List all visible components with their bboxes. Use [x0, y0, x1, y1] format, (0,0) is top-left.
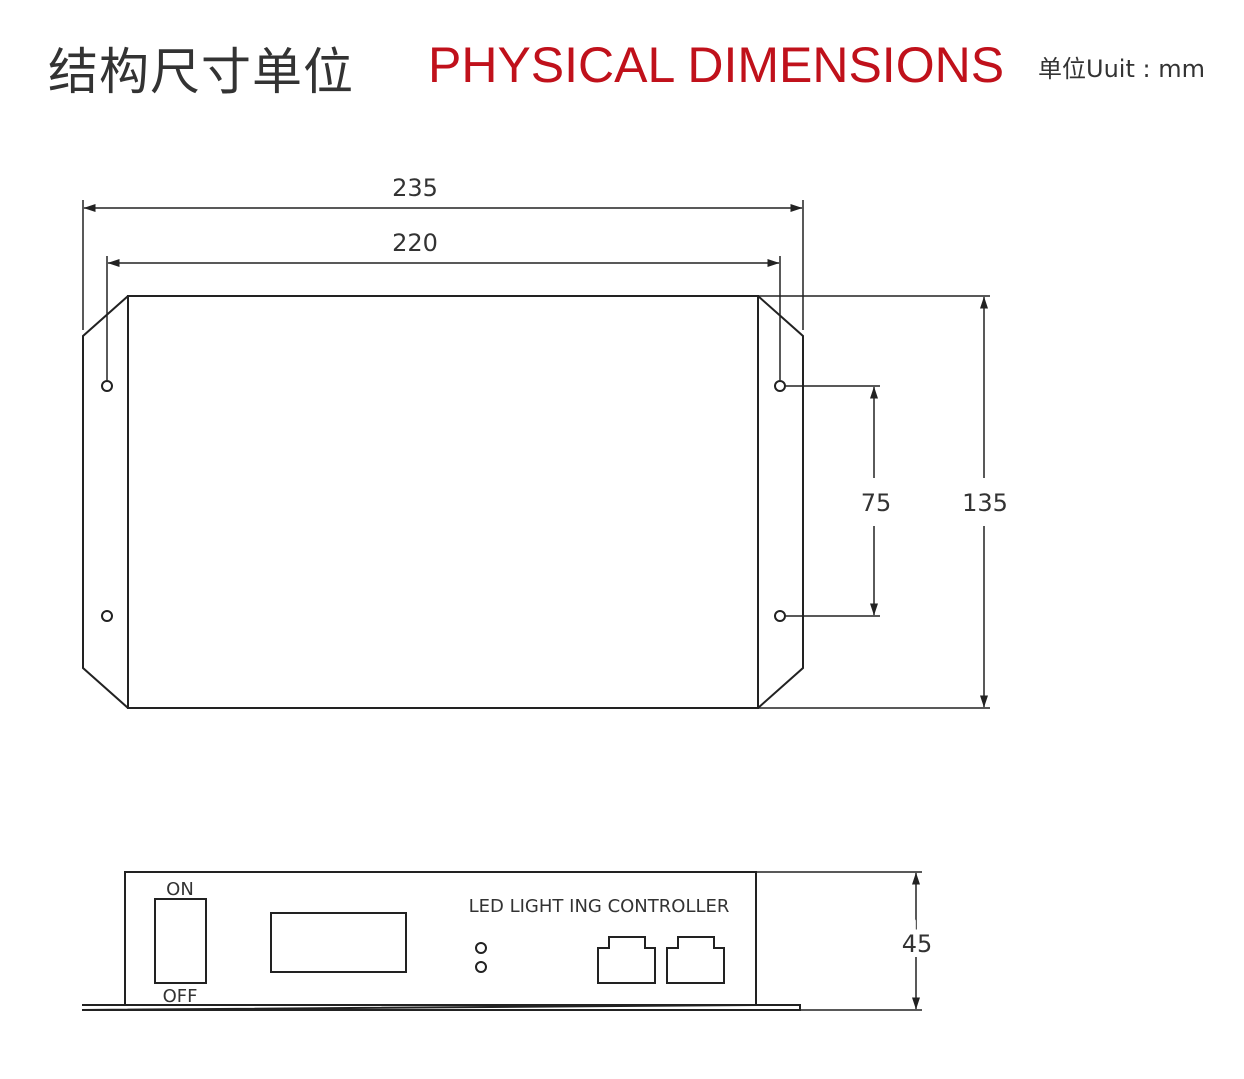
- indicator-led-1: [475, 942, 487, 954]
- left-flange: [82, 295, 129, 709]
- switch-on-label: ON: [166, 879, 194, 900]
- front-panel: [124, 871, 757, 1006]
- dim-text-45-fill: 45: [902, 930, 933, 958]
- dim-text-45: 45: [902, 930, 933, 958]
- front-view-dimensions: [756, 871, 922, 1011]
- dim-text-220: 220: [392, 229, 438, 257]
- mounting-hole-top-right: [774, 380, 786, 392]
- dim-text-75: 75: [861, 489, 892, 517]
- display-window: [270, 912, 407, 973]
- unit-label: 单位Uuit : mm: [1038, 55, 1205, 83]
- rj45-port-2: [666, 936, 725, 984]
- enclosure-body: [127, 295, 759, 709]
- rj45-port-1: [597, 936, 656, 984]
- dim-text-135: 135: [962, 489, 1008, 517]
- top-view-dimensions: [82, 200, 990, 709]
- switch-off-label: OFF: [163, 986, 198, 1007]
- header: 结构尺寸单位 PHYSICAL DIMENSIONS 单位Uuit : mm: [0, 0, 1244, 110]
- mounting-hole-top-left: [101, 380, 113, 392]
- panel-label: LED LIGHT ING CONTROLLER: [469, 896, 730, 917]
- dim-text-235: 235: [392, 174, 438, 202]
- indicator-led-2: [475, 961, 487, 973]
- top-view: [82, 295, 804, 709]
- power-switch: [154, 898, 207, 984]
- title-chinese: 结构尺寸单位: [48, 43, 354, 101]
- mounting-hole-bottom-left: [101, 610, 113, 622]
- mounting-hole-bottom-right: [774, 610, 786, 622]
- title-english: PHYSICAL DIMENSIONS: [428, 37, 1005, 93]
